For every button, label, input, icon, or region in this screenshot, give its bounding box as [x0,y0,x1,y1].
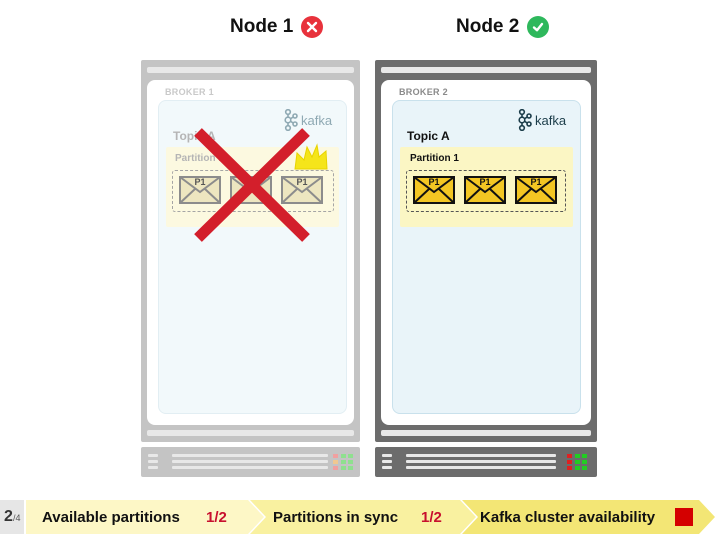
status-led [333,454,338,458]
vent-line [148,454,158,457]
kafka-icon [518,109,532,131]
broker-2-label: BROKER 2 [399,87,448,97]
status-led [341,466,346,470]
vent-line [406,454,556,457]
kafka-icon [284,109,298,131]
partitions-in-sync-value: 1/2 [421,508,442,526]
status-led [567,466,572,470]
kafka-logo-text-1: kafka [301,112,333,128]
vent-line [172,466,328,469]
broker-2-message-3: P1 [515,176,557,204]
available-partitions-label: Available partitions [42,508,180,526]
broker-1-message-3-label: P1 [296,177,308,187]
vent-line [172,460,328,463]
node-1-title: Node 1 [230,16,294,37]
server-top-rail [381,67,591,73]
status-led [582,466,587,470]
broker-2-message-1: P1 [413,176,455,204]
status-led [341,454,346,458]
status-led [575,460,580,464]
broker-2-message-1-label: P1 [428,177,440,187]
status-led [348,466,353,470]
status-led [567,454,572,458]
footer-item-available-partitions-value: 1/2 [206,500,227,534]
vent-line [406,466,556,469]
status-led [567,460,572,464]
status-led [348,454,353,458]
kafka-logo-broker-1: kafka [284,109,332,131]
vent-line [148,460,158,463]
server-top-rail [147,67,354,73]
footer-item-cluster-availability: Kafka cluster availability [480,500,655,534]
kafka-logo-broker-2: kafka [518,109,566,131]
server-bottom-rail [381,430,591,436]
x-icon [301,16,324,38]
step-total: /4 [13,513,21,523]
check-icon [527,16,550,38]
node-1-header: Node 1 [230,16,324,38]
cluster-availability-label: Kafka cluster availability [480,508,656,526]
kafka-logo-text-2: kafka [535,112,567,128]
broker-2-topic: Topic A [407,129,450,143]
broker-2-message-3-label: P1 [530,177,542,187]
status-led [575,454,580,458]
broker-2-message-group [406,170,566,212]
node-2-header: Node 2 [456,16,550,38]
broker-1-label: BROKER 1 [165,87,214,97]
vent-line [382,466,392,469]
broker-1-message-1: P1 [179,176,221,204]
footer-item-partitions-in-sync: Partitions in sync [273,500,398,534]
available-partitions-value: 1/2 [206,508,227,526]
broker-1-partition-label: Partition 1 [175,153,224,164]
leader-crown-icon [294,143,328,170]
node-2-title: Node 2 [456,16,520,37]
vent-line [406,460,556,463]
broker-2-message-2-label: P1 [479,177,491,187]
partitions-in-sync-label: Partitions in sync [273,508,399,526]
footer-item-partitions-in-sync-value: 1/2 [421,500,442,534]
vent-line [382,454,392,457]
status-led [582,454,587,458]
broker-2-message-2: P1 [464,176,506,204]
server-bottom-rail [147,430,354,436]
step-indicator: 2 /4 [0,500,24,534]
status-led [582,460,587,464]
status-led [348,460,353,464]
broker-2-partition-label: Partition 1 [410,153,459,164]
footer-item-available-partitions: Available partitions [42,500,180,534]
vent-line [148,466,158,469]
failed-cross-icon [194,128,310,242]
broker-1-message-group [172,170,334,212]
broker-1-message-3: P1 [281,176,323,204]
rack-unit-node-2 [375,447,597,477]
step-current: 2 [4,508,13,525]
broker-1-message-1-label: P1 [194,177,206,187]
vent-line [382,460,392,463]
rack-unit-node-1 [141,447,360,477]
status-led [341,460,346,464]
cluster-availability-indicator [675,508,693,526]
status-led [575,466,580,470]
status-led [333,466,338,470]
vent-line [172,454,328,457]
footer-chevron-bar [26,500,715,534]
status-led [333,460,338,464]
